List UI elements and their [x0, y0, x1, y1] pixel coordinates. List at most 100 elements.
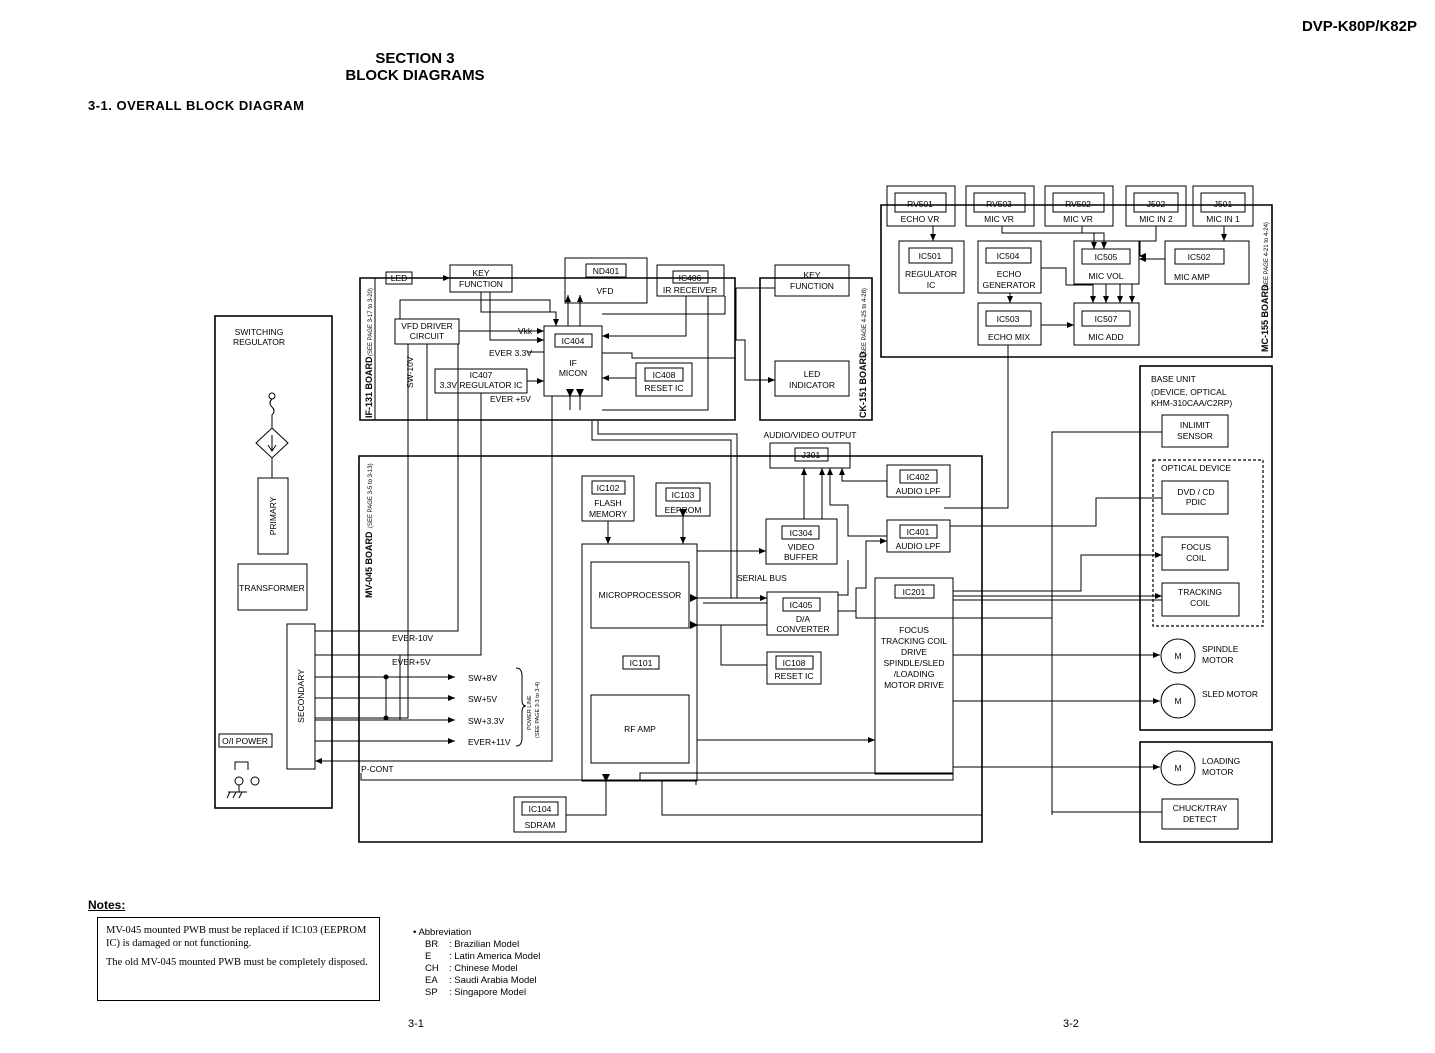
rv502-block: [1044, 185, 1114, 227]
sdram-label: SDRAM: [525, 820, 556, 830]
tracking-coil-label-2: COIL: [1190, 598, 1210, 608]
ic304-label: IC304: [790, 528, 813, 538]
transformer-label: TRANSFORMER: [239, 583, 305, 593]
j502-label: J502: [1147, 199, 1166, 209]
inlimit-sensor-block: [1161, 414, 1229, 448]
base-unit-label-2: (DEVICE, OPTICAL: [1151, 387, 1227, 397]
sled-motor-label: SLED MOTOR: [1202, 689, 1258, 699]
vfd-driver-label-1: VFD DRIVER: [401, 321, 452, 331]
ic104-label: IC104: [529, 804, 552, 814]
led-indicator-block: [774, 360, 850, 397]
audio-lpf-1-label: AUDIO LPF: [896, 486, 941, 496]
power-switch-icon: [234, 761, 249, 770]
j501-block: [1192, 185, 1254, 227]
mic-add-label: MIC ADD: [1088, 332, 1123, 342]
vfd-label: VFD: [597, 286, 614, 296]
j301-block: [769, 442, 851, 469]
ic504-label: IC504: [997, 251, 1020, 261]
abbreviation-row: E: Latin America Model: [413, 951, 540, 963]
section-title: SECTION 3 BLOCK DIAGRAMS: [300, 50, 530, 84]
mic-in2-label: MIC IN 2: [1139, 214, 1173, 224]
abbreviation-row: EA: Saudi Arabia Model: [413, 975, 540, 987]
chuck-tray-block: [1161, 798, 1239, 830]
serial-bus-label: SERIAL BUS: [737, 573, 787, 583]
page-number-left: 3-1: [408, 1018, 424, 1030]
ic502-label: IC502: [1188, 252, 1211, 262]
ever-10v-line: [315, 344, 459, 632]
microprocessor-label: MICROPROCESSOR: [599, 590, 682, 600]
echo-vr-label: ECHO VR: [901, 214, 940, 224]
flash-memory-label-2: MEMORY: [589, 509, 627, 519]
focus-coil-label-1: FOCUS: [1181, 542, 1211, 552]
ic201-block: [874, 577, 954, 775]
da-converter-label-2: CONVERTER: [776, 624, 829, 634]
drive-text-1: FOCUS: [899, 625, 929, 635]
drive-text-6: MOTOR DRIVE: [884, 680, 944, 690]
drive-text-5: /LOADING: [894, 669, 935, 679]
loading-motor-label-1: LOADING: [1202, 756, 1240, 766]
key-function-ck-label-1: KEY: [803, 270, 820, 280]
sw8v-label: SW+8V: [468, 673, 497, 683]
echo-mix-label: ECHO MIX: [988, 332, 1030, 342]
abbr-code: SP: [425, 987, 438, 998]
microprocessor-block: [590, 561, 690, 629]
rv503-block: [965, 185, 1035, 227]
regulator-ic-label-2: IC: [927, 280, 936, 290]
ic407-label: IC407: [470, 370, 493, 380]
mic-vol-label: MIC VOL: [1089, 271, 1124, 281]
da-converter-label-1: D/A: [796, 614, 811, 624]
ic405-block: [766, 591, 839, 636]
flash-memory-label-1: FLASH: [594, 498, 621, 508]
key-function-ck-label-2: FUNCTION: [790, 281, 834, 291]
mic-vr-1-label: MIC VR: [984, 214, 1014, 224]
note-paragraph-1: MV-045 mounted PWB must be replaced if I…: [106, 925, 367, 949]
primary-block: [257, 477, 289, 555]
ic101-label: IC101: [630, 658, 653, 668]
ic405-label: IC405: [790, 600, 813, 610]
ever33-label: EVER 3.3V: [489, 348, 532, 358]
power-line-brace: [515, 667, 527, 747]
ic201-label: IC201: [903, 587, 926, 597]
ck151-board-outline: [759, 277, 873, 421]
mv045-board-outline: [358, 455, 983, 843]
abbr-desc: : Saudi Arabia Model: [449, 975, 537, 986]
page-number-right: 3-2: [1063, 1018, 1079, 1030]
switching-regulator-label-2: REGULATOR: [233, 337, 285, 347]
switching-regulator-label: SWITCHING: [235, 327, 284, 337]
j301-label: J301: [802, 450, 821, 460]
av-output-label: AUDIO/VIDEO OUTPUT: [763, 430, 856, 440]
ic404-label: IC404: [562, 336, 585, 346]
note-paragraph-2: The old MV-045 mounted PWB must be compl…: [106, 957, 368, 968]
ic103-label: IC103: [672, 490, 695, 500]
if-micon-label-2: MICON: [559, 368, 587, 378]
secondary-block: [286, 623, 316, 770]
j501-label: J501: [1214, 199, 1233, 209]
key-function-if-label-2: FUNCTION: [459, 279, 503, 289]
model-number: DVP-K80P/K82P: [1301, 18, 1417, 35]
ic401-label: IC401: [907, 527, 930, 537]
rv501-block: [886, 185, 956, 227]
mic-amp-label: MIC AMP: [1174, 272, 1210, 282]
oi-power-button[interactable]: [218, 733, 273, 748]
secondary-label: SECONDARY: [296, 669, 306, 723]
abbreviation-title: • Abbreviation: [413, 927, 472, 938]
video-buffer-label-2: BUFFER: [784, 552, 818, 562]
ic406-box: [672, 270, 709, 284]
spindle-motor-label-1: SPINDLE: [1202, 644, 1239, 654]
if131-board-ref: (SEE PAGE 3-17 to 3-20): [368, 288, 374, 356]
abbreviation-row: CH: Chinese Model: [413, 963, 540, 975]
ac-input-terminal: [268, 392, 276, 400]
pcont-label: P-CONT: [361, 764, 394, 774]
reset-ic-mv-label: RESET IC: [774, 671, 813, 681]
ever-5v-label: EVER+5V: [392, 657, 431, 667]
rf-amp-label: RF AMP: [624, 724, 656, 734]
video-buffer-label-1: VIDEO: [788, 542, 815, 552]
ic502-block: [1164, 240, 1250, 285]
drive-text-4: SPINDLE/SLED: [884, 658, 945, 668]
ic406-ir-block: [656, 264, 725, 297]
ic408-reset-block: [635, 362, 693, 397]
rv503-label: RV503: [986, 199, 1012, 209]
sled-motor-icon: [1160, 683, 1196, 719]
inlimit-sensor-label-2: SENSOR: [1177, 431, 1213, 441]
